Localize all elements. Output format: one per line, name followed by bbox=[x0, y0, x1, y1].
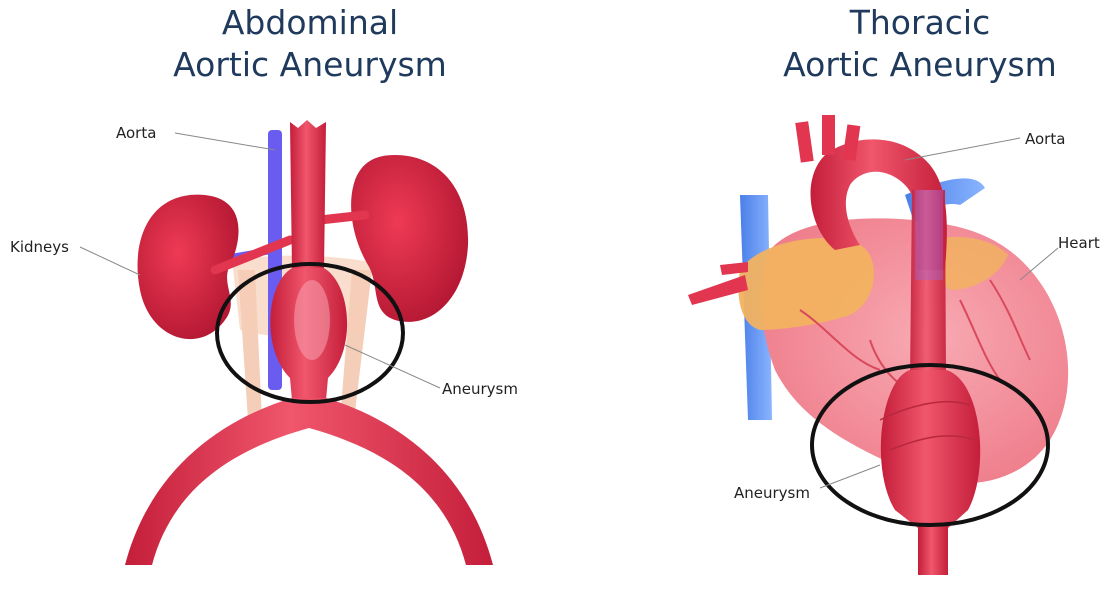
thoracic-aneurysm-bulge bbox=[881, 370, 980, 528]
abdominal-aorta bbox=[290, 120, 326, 270]
kidneys-leader bbox=[80, 247, 140, 275]
aorta-leader-right bbox=[905, 138, 1020, 160]
abdominal-aorta-label: Aorta bbox=[116, 124, 156, 142]
heart-label: Heart bbox=[1058, 234, 1100, 252]
arch-branch-2 bbox=[822, 115, 835, 155]
arch-branch-1 bbox=[795, 121, 813, 162]
kidneys-label: Kidneys bbox=[10, 238, 69, 256]
thoracic-aneurysm-label: Aneurysm bbox=[734, 484, 810, 502]
abdominal-diagram bbox=[80, 120, 493, 565]
abdominal-aneurysm-label: Aneurysm bbox=[442, 380, 518, 398]
aorta-leader-left bbox=[175, 133, 275, 150]
thoracic-diagram bbox=[688, 115, 1068, 575]
descending-aorta-lower bbox=[918, 525, 948, 575]
aneurysm-leader-right bbox=[820, 465, 880, 488]
pulmonary-artery bbox=[688, 275, 748, 305]
heart-leader bbox=[1020, 248, 1058, 280]
thoracic-aorta-label: Aorta bbox=[1025, 130, 1065, 148]
iliac-arteries bbox=[125, 398, 493, 565]
renal-artery-right bbox=[320, 215, 365, 220]
